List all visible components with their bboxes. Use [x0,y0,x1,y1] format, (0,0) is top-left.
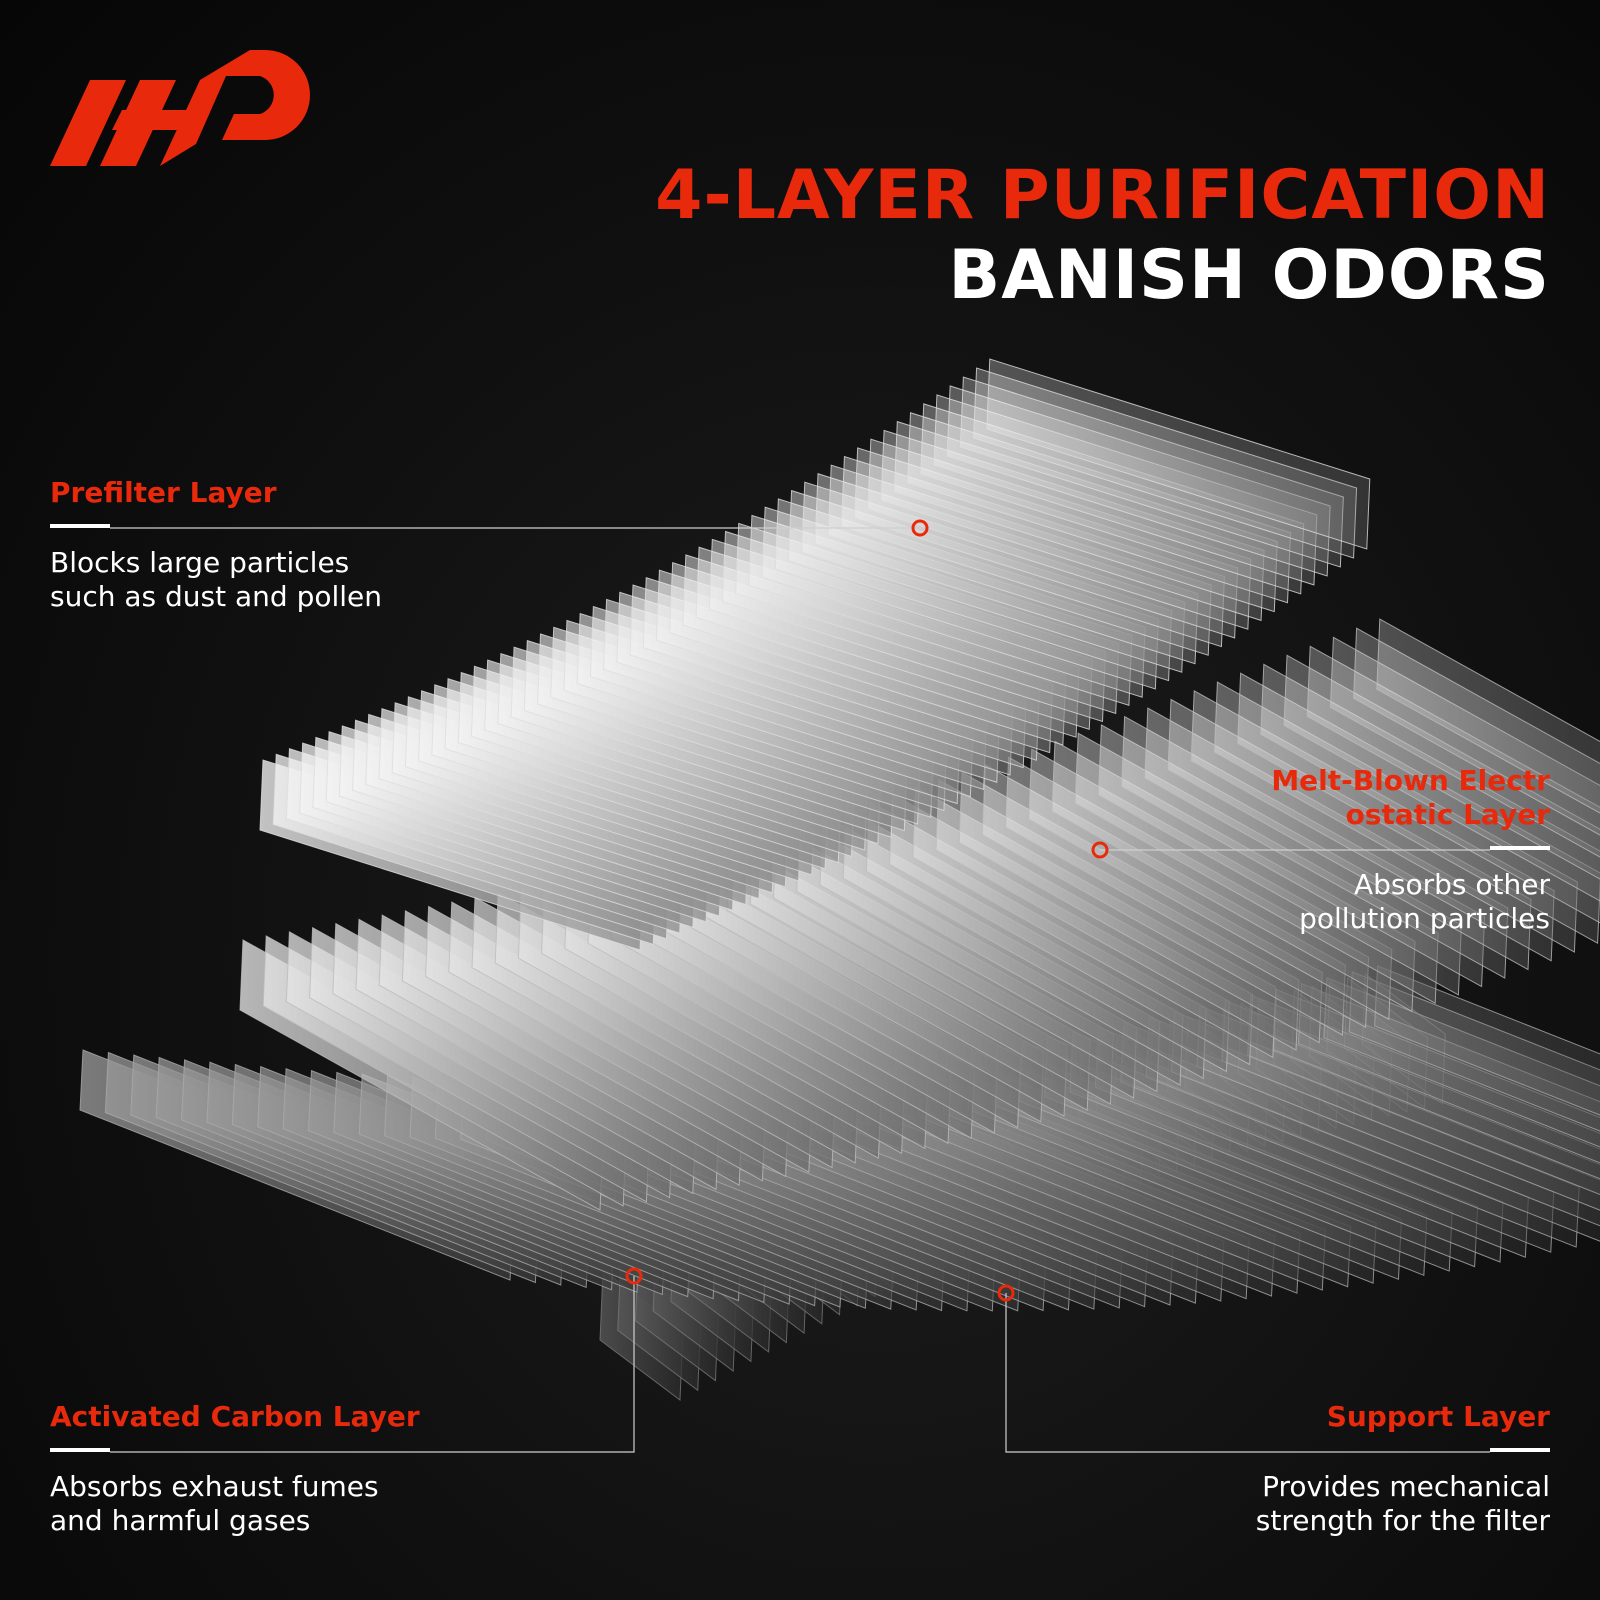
prefilter-layer-graphic [259,358,1371,951]
callout-description: Absorbs other pollution particles [1299,868,1550,935]
meltblown-marker [1091,841,1109,859]
support-leader-line [1005,1293,1490,1453]
headline-line-2: BANISH ODORS [948,236,1550,315]
callout-divider [50,524,110,528]
callout-description: Provides mechanical strength for the fil… [1255,1470,1550,1537]
callout-title: Melt-Blown Electr ostatic Layer [1271,764,1550,831]
callout-support: Support Layer Provides mechanical streng… [990,1400,1550,1538]
callout-divider [1490,1448,1550,1452]
callout-title: Prefilter Layer [50,476,277,509]
callout-divider [50,1448,110,1452]
carbon-marker [625,1267,643,1285]
callout-divider [1490,846,1550,850]
headline-line-1: 4-LAYER PURIFICATION [655,156,1550,235]
support-marker [997,1284,1015,1302]
callout-description: Absorbs exhaust fumes and harmful gases [50,1470,379,1537]
callout-meltblown: Melt-Blown Electr ostatic Layer Absorbs … [990,764,1550,936]
meltblown-layer-graphic [239,618,1600,1211]
brand-logo-icon [50,50,310,166]
prefilter-marker [911,519,929,537]
callout-carbon: Activated Carbon Layer Absorbs exhaust f… [50,1400,610,1538]
callout-title: Activated Carbon Layer [50,1400,420,1433]
carbon-leader-line [110,1276,635,1453]
callout-prefilter: Prefilter Layer Blocks large particles s… [50,476,610,614]
callout-title: Support Layer [1326,1400,1550,1433]
callout-description: Blocks large particles such as dust and … [50,546,383,613]
